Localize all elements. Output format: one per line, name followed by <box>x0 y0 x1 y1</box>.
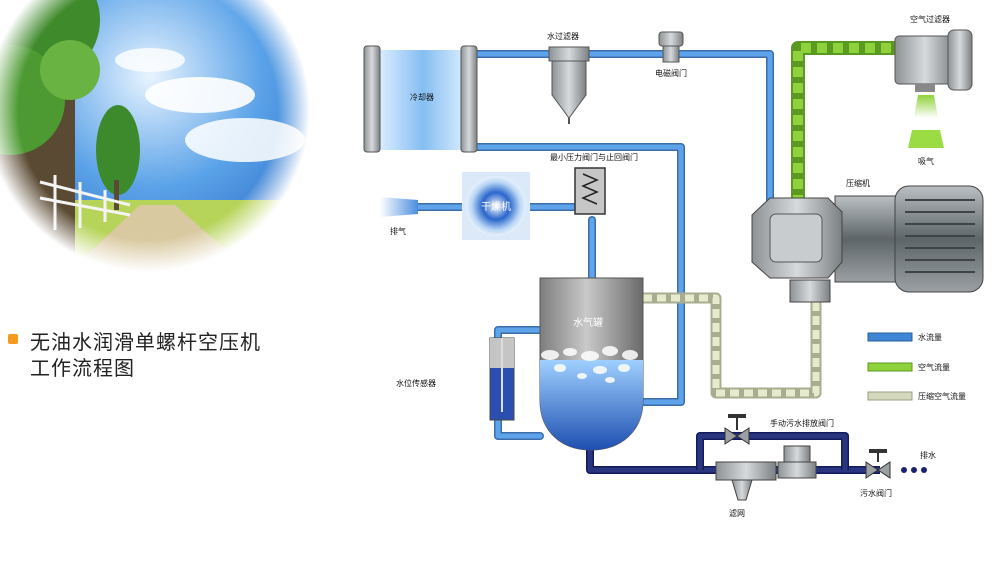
cooler-label: 冷却器 <box>410 92 434 102</box>
manual-drain-valve-label: 手动污水排放阀门 <box>770 418 834 428</box>
min-pressure-check-valve: 最小压力阀门与止回阀门 <box>550 152 638 215</box>
title-bullet <box>8 334 18 344</box>
legend-item-compressed-air: 压缩空气流量 <box>867 391 966 401</box>
water-filter-label: 水过滤器 <box>547 31 579 41</box>
drain-valve-label: 污水阀门 <box>860 488 892 498</box>
tank-label: 水气罐 <box>573 316 603 329</box>
intake-label: 吸气 <box>918 156 934 166</box>
bypass-valve <box>777 445 817 479</box>
strainer-label: 滤网 <box>729 508 745 518</box>
strainer: 滤网 <box>715 461 777 518</box>
title-line-1: 无油水润滑单螺杆空压机 <box>30 330 261 354</box>
legend-label-compressed-air: 压缩空气流量 <box>918 391 966 401</box>
air-pipe <box>791 41 905 205</box>
air-filter: 空气过滤器 <box>894 14 973 92</box>
legend: 水流量 空气流量 压缩空气流量 <box>867 332 966 401</box>
dryer: 干燥机 <box>462 172 530 240</box>
water-filter: 水过滤器 <box>547 31 590 124</box>
water-gas-tank: 水气罐 <box>539 277 644 451</box>
legend-label-air: 空气流量 <box>918 362 950 372</box>
air-filter-label: 空气过滤器 <box>910 14 950 24</box>
compressor: 压缩机 <box>751 178 984 303</box>
drain-label: 排水 <box>920 450 936 460</box>
intake: 吸气 <box>908 95 944 166</box>
solenoid-valve-label: 电磁阀门 <box>655 68 687 78</box>
dryer-label: 干燥机 <box>481 200 511 213</box>
exhaust: 排气 <box>380 197 418 236</box>
drain-valve: 污水阀门 排水 <box>860 449 936 498</box>
level-sensor: 水位传感器 <box>396 337 515 421</box>
level-sensor-label: 水位传感器 <box>396 378 436 388</box>
min-pressure-valve-label: 最小压力阀门与止回阀门 <box>550 152 638 162</box>
manual-drain-valve: 手动污水排放阀门 <box>724 414 834 445</box>
drain-outlet-dots <box>901 467 927 473</box>
compressed-air-pipe <box>643 292 822 399</box>
title-line-2: 工作流程图 <box>30 356 135 380</box>
landscape-photo <box>0 0 320 280</box>
solenoid-valve: 电磁阀门 <box>655 31 687 78</box>
legend-item-air: 空气流量 <box>867 362 950 372</box>
compressor-label: 压缩机 <box>846 178 870 188</box>
exhaust-label: 排气 <box>390 226 406 236</box>
legend-label-water: 水流量 <box>918 332 942 342</box>
cooler: 冷却器 <box>363 45 478 153</box>
legend-item-water: 水流量 <box>867 332 942 342</box>
